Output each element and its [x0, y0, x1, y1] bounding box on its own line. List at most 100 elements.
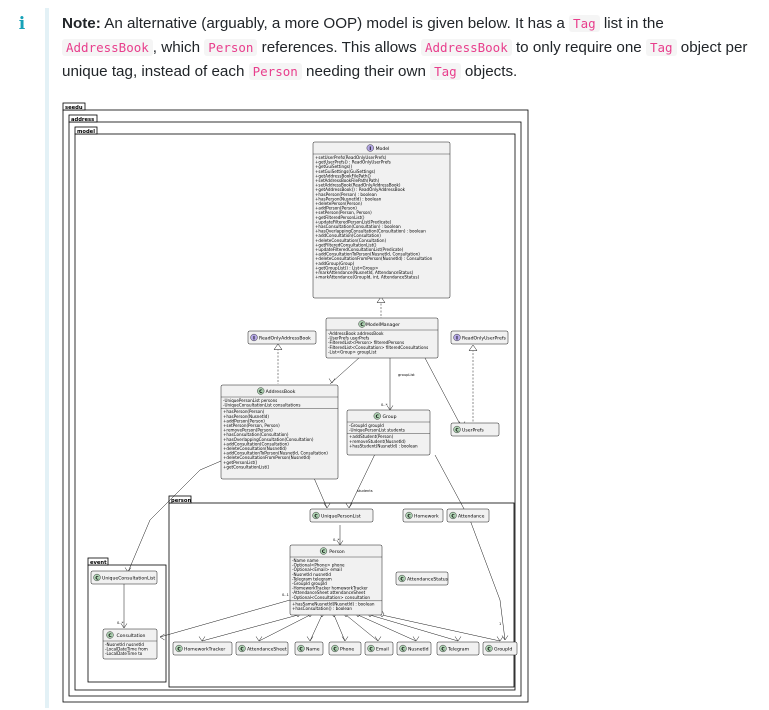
- attendance-class-badge-letter: C: [451, 513, 455, 519]
- class-email-badge-letter: C: [369, 646, 373, 652]
- multiplicity-label: 0..*: [117, 621, 124, 625]
- model-interface-method: +markAttendance(GroupId, int, Attendance…: [315, 275, 419, 280]
- group-class-method: +removeStudent(NusnetId): [349, 439, 406, 444]
- class-attendancesheet-label: AttendanceSheet: [247, 646, 287, 652]
- uniqueconsultationlist-class-badge-letter: C: [95, 575, 99, 581]
- model-interface-method: +getFilteredPersonList(): [315, 215, 365, 220]
- addressbook-class-field: -UniquePersonList persons: [223, 398, 277, 403]
- note-text-run: to only require one: [511, 39, 646, 56]
- consultation-class: [102, 628, 158, 660]
- edge-group-uniquepersonlist: [348, 451, 377, 509]
- homework-class-badge-letter: C: [407, 513, 411, 519]
- model-interface-method: +setPerson(Person, Person): [315, 210, 372, 215]
- person-class-field: -Optional<Consultation> consultation: [292, 595, 370, 600]
- inline-code: Tag: [430, 63, 461, 80]
- group-class-field: -GroupId groupId: [349, 423, 384, 428]
- package-person-label: person: [171, 498, 191, 504]
- modelmanager-class-field: -List<Group> groupList: [328, 349, 377, 354]
- model-interface-method: +setAddressBook(ReadOnlyAddressBook): [315, 183, 401, 188]
- assoc-arrowhead: [496, 636, 504, 642]
- class-nusnetid-badge: [399, 644, 407, 653]
- group-class-badge: [373, 412, 381, 420]
- addressbook-class-method: +addPerson(Person): [223, 418, 265, 423]
- model-interface-method: +markAttendance(NusnetId, AttendanceStat…: [315, 270, 414, 275]
- model-interface-method: +hasOverlappingConsultation(Consultation…: [315, 229, 426, 234]
- class-homeworktracker-label: HomeworkTracker: [184, 646, 225, 652]
- model-interface-badge-letter: I: [369, 146, 371, 152]
- group-class-method: +hasStudent(NusnetId) : boolean: [349, 443, 418, 448]
- addressbook-class-method: +deleteConsultationFromPerson(NusnetId): [223, 455, 311, 460]
- addressbook-class-method: +removePerson(Person): [223, 428, 273, 433]
- model-interface-method: +setGuiSettings(GuiSettings): [315, 169, 376, 174]
- model-interface: [312, 141, 451, 299]
- person-class-method: +hasConsultation() : boolean: [292, 606, 352, 611]
- class-nusnetid-badge-letter: C: [401, 646, 405, 652]
- addressbook-class-method: +hasOverlappingConsultation(Consultation…: [223, 437, 314, 442]
- person-class-field: -Name name: [292, 558, 319, 563]
- model-interface-method: +setAddressBookFilePath(Path): [315, 178, 380, 183]
- model-interface-method: +hasPerson(Person) : boolean: [315, 192, 377, 197]
- addressbook-class-title: AddressBook: [266, 389, 296, 395]
- model-interface-method: +getGroupList() : List<Group>: [315, 265, 378, 270]
- realization-arrowhead: [273, 343, 283, 350]
- person-class-field: -HomeworkTracker homeworkTracker: [292, 586, 368, 591]
- edge-person-phone: [333, 614, 346, 642]
- realization-arrowhead: [468, 344, 478, 351]
- person-class-field: -Optional<Email> email: [292, 567, 342, 572]
- model-interface-method: +updateFilteredConsultationList(Predicat…: [315, 247, 404, 252]
- note-text-run: needing their own: [301, 63, 431, 80]
- attendance-class-label: Attendance: [458, 513, 485, 519]
- readonlyaddressbook-interface-badge: [250, 333, 258, 342]
- package-person-tab: [168, 495, 192, 504]
- consultation-class-field: -LocalDateTime to: [105, 651, 143, 656]
- note-text-run: objects.: [460, 63, 518, 80]
- person-class: [289, 544, 383, 616]
- modelmanager-class: [325, 317, 439, 359]
- inline-code: Tag: [645, 39, 677, 56]
- addressbook-class-method: +getPersonList(): [223, 460, 258, 465]
- group-class: [346, 409, 431, 456]
- package-address: [68, 121, 522, 697]
- group-class-badge-letter: C: [376, 414, 380, 420]
- model-interface-method: +deletePerson(Person): [315, 201, 362, 206]
- inline-code: Person: [204, 39, 258, 56]
- uniquepersonlist-class-badge-letter: C: [314, 513, 318, 519]
- edge-group-groupid: [434, 454, 506, 641]
- info-icon: i: [18, 14, 26, 34]
- class-attendancesheet-badge: [238, 644, 246, 653]
- inline-code: Tag: [569, 15, 600, 32]
- class-name-badge-letter: C: [299, 646, 303, 652]
- note-text-run: list in the: [599, 15, 664, 32]
- modelmanager-class-title: ModelManager: [366, 322, 400, 328]
- multiplicity-label: 0..*: [333, 538, 340, 542]
- person-class-badge-letter: C: [322, 549, 326, 555]
- readonlyaddressbook-interface: [247, 330, 317, 345]
- model-interface-badge: [366, 144, 374, 152]
- group-class-method: +addStudent(Person): [349, 434, 394, 439]
- class-phone: [328, 641, 362, 656]
- userprefs-class-badge: [453, 425, 461, 434]
- userprefs-class: [450, 422, 500, 437]
- readonlyaddressbook-interface-label: ReadOnlyAddressBook: [259, 335, 311, 341]
- consultation-class-badge: [106, 631, 114, 639]
- class-name-label: Name: [306, 646, 320, 652]
- note-body: An alternative (arguably, a more OOP) mo…: [62, 15, 747, 80]
- model-interface-method: +hasPerson(NusnetId) : boolean: [315, 196, 382, 201]
- edge-modelmanager-userprefs: [424, 357, 463, 429]
- inline-code: AddressBook: [420, 39, 512, 56]
- edge-person-nusnetid: [357, 614, 417, 642]
- group-class-title: Group: [383, 414, 397, 420]
- edge-addressbook-uniqueconsultationlist: [127, 457, 229, 573]
- readonlyuserprefs-interface-badge: [453, 333, 461, 342]
- model-interface-title: Model: [376, 146, 390, 152]
- note-text-run: , which: [152, 39, 205, 56]
- assoc-arrowhead: [159, 633, 165, 641]
- model-interface-method: +getAddressBook() : ReadOnlyAddressBook: [315, 187, 406, 192]
- class-groupid-badge-letter: C: [487, 646, 491, 652]
- uniquepersonlist-class-label: UniquePersonList: [321, 513, 361, 519]
- note-lead: Note:: [62, 15, 101, 32]
- consultation-class-field: -LocalDateTime from: [105, 647, 148, 652]
- readonlyuserprefs-interface-label: ReadOnlyUserPrefs: [462, 335, 506, 341]
- class-name-badge: [297, 644, 305, 653]
